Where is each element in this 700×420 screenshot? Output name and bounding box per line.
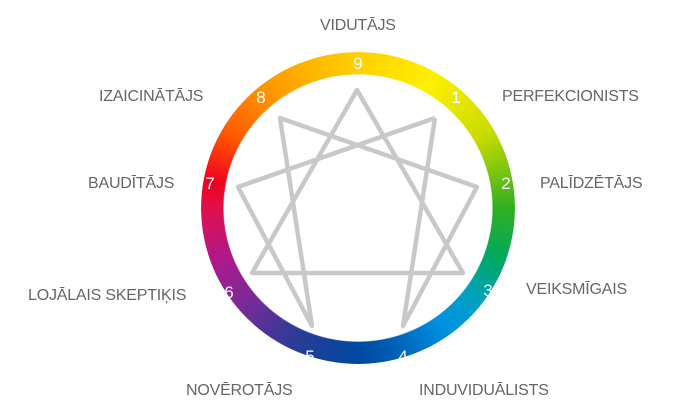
color-ring [201,52,515,364]
type-label-6: LOJĀLAIS SKEPTIĶIS [28,287,187,304]
type-label-8: IZAICINĀTĀJS [99,88,204,105]
type-number-9: 9 [353,54,363,73]
type-label-7: BAUDĪTĀJS [88,175,175,192]
type-number-1: 1 [451,88,461,107]
type-number-4: 4 [398,347,408,366]
type-number-6: 6 [224,283,234,302]
type-number-5: 5 [305,347,315,366]
type-label-2: PALĪDZĒTĀJS [540,175,643,192]
type-number-8: 8 [256,88,266,107]
type-number-7: 7 [205,174,215,193]
hexad-1-4-2-8-5-7 [235,115,480,329]
type-label-1: PERFEKCIONISTS [502,88,639,105]
type-label-3: VEIKSMĪGAIS [526,281,627,298]
type-label-9: VIDUTĀJS [320,17,396,34]
type-label-4: INDUVIDUĀLISTS [419,382,549,399]
type-number-2: 2 [501,174,511,193]
type-number-3: 3 [483,281,493,300]
type-label-5: NOVĒROTĀJS [186,382,293,399]
triangle-3-6-9 [249,87,466,276]
